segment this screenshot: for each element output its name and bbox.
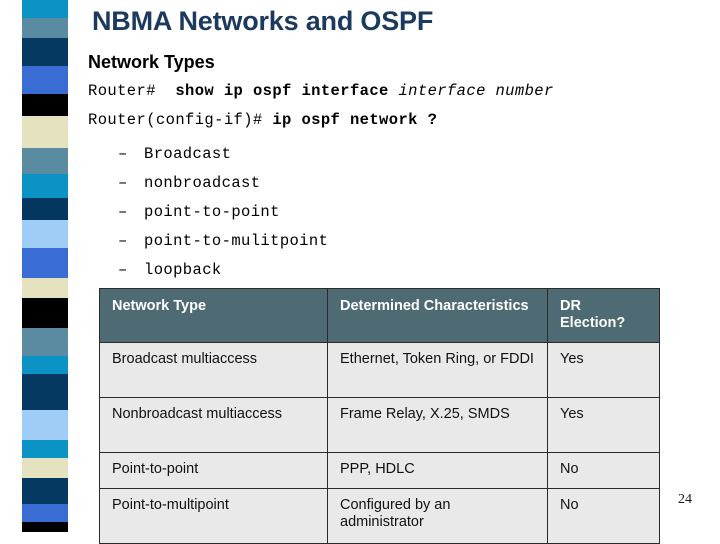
stripe-band-21 (22, 522, 68, 532)
list-item-dash: – (118, 232, 128, 250)
column-header-network-type: Network Type (99, 288, 328, 343)
cell-network-type: Point-to-multipoint (99, 488, 328, 544)
decorative-color-stripe (22, 0, 68, 532)
list-item-dash: – (118, 174, 128, 192)
list-item: –Broadcast (118, 140, 328, 169)
stripe-band-15 (22, 374, 68, 410)
stripe-band-12 (22, 298, 68, 328)
cell-characteristics: Frame Relay, X.25, SMDS (327, 397, 548, 453)
cell-network-type: Broadcast multiaccess (99, 342, 328, 398)
network-type-options-list: –Broadcast–nonbroadcast–point-to-point–p… (118, 140, 328, 285)
command-prompt: Router(config-if)# (88, 111, 263, 129)
list-item-label: point-to-point (144, 203, 280, 221)
stripe-band-11 (22, 278, 68, 298)
cell-dr-election: No (547, 452, 660, 489)
cell-dr-election: Yes (547, 397, 660, 453)
stripe-band-8 (22, 198, 68, 220)
command-line-show: Router# show ip ospf interface interface… (88, 82, 554, 100)
network-types-table: Network Type Determined Characteristics … (99, 288, 660, 544)
table-header: Network Type Determined Characteristics … (99, 288, 660, 343)
cell-network-type: Nonbroadcast multiaccess (99, 397, 328, 453)
list-item: –loopback (118, 256, 328, 285)
list-item-dash: – (118, 261, 128, 279)
list-item-label: loopback (144, 261, 222, 279)
command-prompt: Router# (88, 82, 156, 100)
column-header-dr-election: DR Election? (547, 288, 660, 343)
list-item-label: nonbroadcast (144, 174, 261, 192)
stripe-band-20 (22, 504, 68, 522)
section-subtitle: Network Types (88, 52, 215, 72)
list-item: –point-to-mulitpoint (118, 227, 328, 256)
cell-characteristics: PPP, HDLC (327, 452, 548, 489)
command-keyword-text: show ip ospf interface (175, 82, 389, 100)
stripe-band-17 (22, 440, 68, 458)
stripe-band-0 (22, 0, 68, 18)
command-gap (156, 82, 175, 100)
list-item: –nonbroadcast (118, 169, 328, 198)
stripe-band-13 (22, 328, 68, 356)
cell-network-type: Point-to-point (99, 452, 328, 489)
stripe-band-16 (22, 410, 68, 440)
list-item-label: Broadcast (144, 145, 232, 163)
list-item: –point-to-point (118, 198, 328, 227)
stripe-band-3 (22, 66, 68, 94)
list-item-dash: – (118, 145, 128, 163)
stripe-band-9 (22, 220, 68, 248)
stripe-band-5 (22, 116, 68, 148)
stripe-band-19 (22, 478, 68, 504)
stripe-band-14 (22, 356, 68, 374)
command-keyword-text: ip ospf network ? (272, 111, 438, 129)
cell-characteristics: Ethernet, Token Ring, or FDDI (327, 342, 548, 398)
stripe-band-7 (22, 174, 68, 198)
cell-dr-election: No (547, 488, 660, 544)
page-title: NBMA Networks and OSPF (92, 6, 434, 36)
command-gap (263, 111, 273, 129)
column-header-characteristics: Determined Characteristics (327, 288, 548, 343)
cell-dr-election: Yes (547, 342, 660, 398)
page-number: 24 (678, 492, 692, 507)
stripe-band-6 (22, 148, 68, 174)
stripe-band-10 (22, 248, 68, 278)
list-item-dash: – (118, 203, 128, 221)
command-line-config: Router(config-if)# ip ospf network ? (88, 111, 437, 129)
cell-characteristics: Configured by an administrator (327, 488, 548, 544)
command-argument-text: interface number (398, 82, 554, 100)
stripe-band-18 (22, 458, 68, 478)
table-header-row: Network Type Determined Characteristics … (99, 288, 660, 343)
stripe-band-4 (22, 94, 68, 116)
list-item-label: point-to-mulitpoint (144, 232, 329, 250)
stripe-band-1 (22, 18, 68, 38)
stripe-band-2 (22, 38, 68, 66)
command-space (389, 82, 399, 100)
